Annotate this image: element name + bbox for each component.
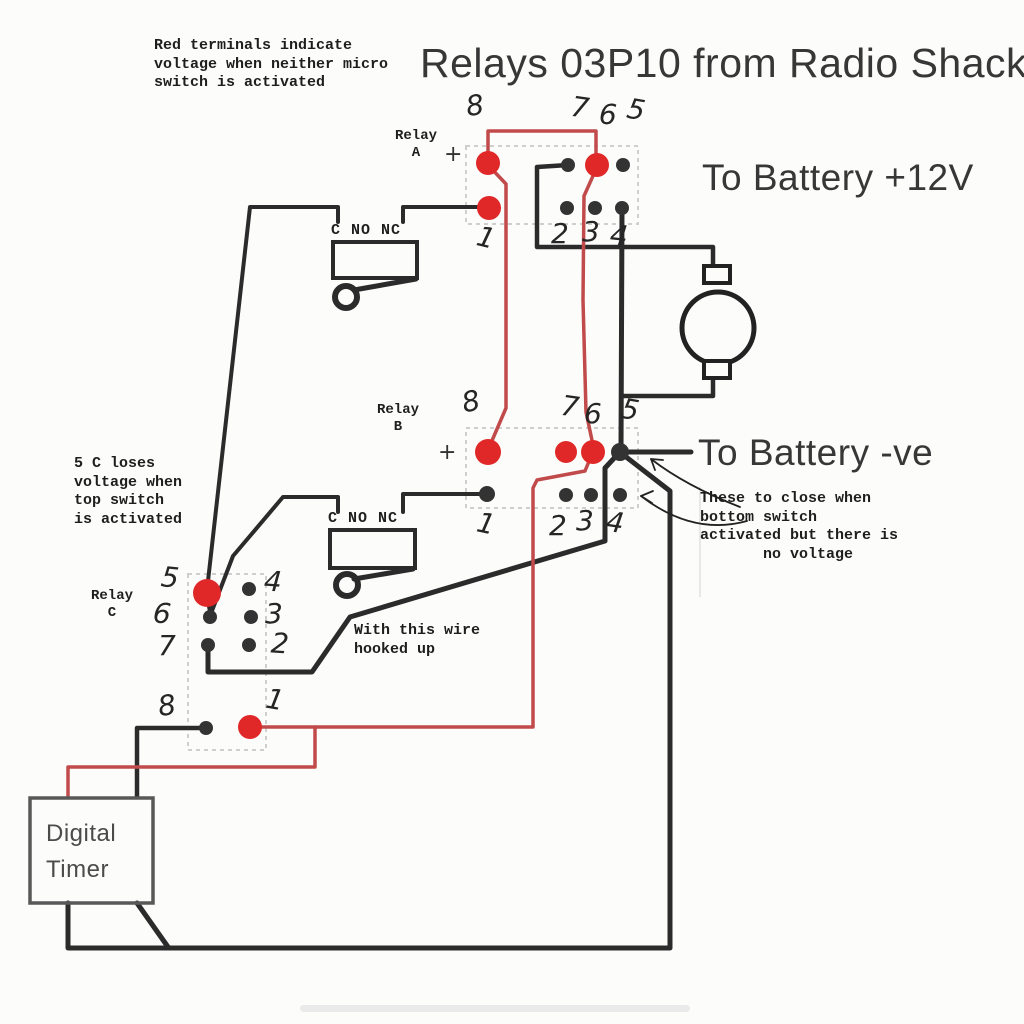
relayB-pin8-terminal (475, 439, 501, 465)
red-wires (66, 129, 599, 799)
scan-smudge (300, 1005, 690, 1012)
relayC-pin8-dot (199, 721, 213, 735)
relayC-pin6-dot (203, 610, 217, 624)
relayB-pin6-terminal (581, 440, 605, 464)
battery-positive-label: To Battery +12V (702, 157, 974, 198)
relayC-pin7-dot (201, 638, 215, 652)
relayA-pin4-dot (615, 201, 629, 215)
motor-terminal-bottom (702, 359, 732, 380)
relayA-pin3-number: 3 (582, 215, 600, 248)
relayB-pin1-dot (479, 486, 495, 502)
battery-negative-label: To Battery -ve (698, 432, 934, 473)
motor-body (679, 289, 757, 367)
micro-switch-top-lever (351, 276, 419, 293)
relayC-pin7-number: 7 (158, 629, 176, 662)
wire-timer-bottom-diagonal (134, 900, 171, 950)
relay-a-label: Relay A (394, 128, 437, 161)
black-terminal-dots (199, 158, 630, 735)
switch-bottom-contacts-label: C NO NC (328, 510, 399, 527)
wire-junction-to-bottom-to-timer (65, 450, 673, 951)
relayB-pin7-number: 7 (558, 388, 582, 425)
micro-switch-bottom-body (328, 528, 417, 570)
micro-switch-top-body (331, 240, 419, 280)
relayA-pin8-number: 8 (463, 87, 486, 124)
relayC-pin4-number: 4 (262, 564, 283, 599)
wire-switchA-C-to-relayC-pin5 (205, 205, 340, 592)
note-red-terminals: Red terminals indicate voltage when neit… (154, 37, 389, 92)
wire-red-relayA-pin6-to-relayB-pin6 (581, 165, 599, 447)
wire-motor-bottom-to-vertical (619, 375, 716, 399)
arrow-to-neg-junction (650, 458, 741, 508)
relayB-pin7-terminal (555, 441, 577, 463)
digital-timer-box (28, 796, 155, 905)
note-these-to-close: These to close when bottom switch activa… (700, 490, 899, 563)
relayC-pin3-dot (244, 610, 258, 624)
relayA-pin7-dot (561, 158, 575, 172)
annotation-arrows (640, 458, 748, 526)
relayC-pin2-dot (242, 638, 256, 652)
relayB-pin3-number: 3 (576, 504, 594, 537)
wire-red-relayC-pin1-to-timer (66, 725, 317, 799)
relayA-pin8-terminal (476, 151, 500, 175)
relayB-pin2-dot (559, 488, 573, 502)
relayA-pin7-number: 7 (568, 89, 592, 126)
wire-relayC-pin8-to-timer (134, 725, 208, 800)
motor (679, 264, 757, 380)
wire-switchB-C-to-relayC-pin6 (208, 495, 340, 618)
relayB-pin6-number: 6 (584, 397, 602, 430)
relayC-pin1-terminal (238, 715, 262, 739)
wire-relayA-pin4-down (618, 207, 625, 453)
relayC-pin2-number: 2 (269, 626, 290, 661)
relay-b-label: Relay B (376, 402, 419, 435)
relayA-pin2-dot (560, 201, 574, 215)
relayC-pin3-number: 3 (265, 597, 283, 630)
relay-c-label: Relay C (90, 588, 133, 621)
micro-switch-bottom-roller (333, 571, 361, 599)
wire-relayA-pin7-to-motor-top (534, 162, 716, 269)
wire-switchB-NC-to-relayB-pin1 (401, 492, 488, 514)
relayA-pin2-number: 2 (551, 217, 569, 250)
arrow-to-relayB-pin4-head (640, 490, 654, 504)
arrow-to-neg-junction-head (650, 458, 664, 471)
relayC-pin8-number: 8 (155, 687, 178, 724)
micro-switch-top (331, 240, 419, 311)
note-with-this-wire: With this wire hooked up (354, 622, 481, 658)
switch-top-contacts-label: C NO NC (331, 222, 402, 239)
relayA-pin1-terminal (477, 196, 501, 220)
relayA-pin6-terminal (585, 153, 609, 177)
relay-c-outline (187, 573, 267, 751)
relayB-pin2-number: 2 (549, 509, 567, 542)
relayB-pin4-dot (613, 488, 627, 502)
relay-b-plus: + (438, 440, 457, 465)
relayC-pin6-number: 6 (151, 596, 173, 631)
wire-red-relayB-pin6-to-relayC-pin1 (250, 452, 594, 729)
relayA-pin6-number: 6 (597, 97, 618, 132)
wire-switchA-NC-to-relayA-pin1 (401, 205, 488, 224)
motor-terminal-top (702, 264, 732, 285)
digital-timer-label: Digital Timer (46, 820, 117, 883)
relayC-pin4-dot (242, 582, 256, 596)
red-terminal-dots (193, 151, 609, 739)
relayA-pin4-number: 4 (608, 218, 630, 253)
relayB-pin3-dot (584, 488, 598, 502)
relayC-pin5-terminal (193, 579, 221, 607)
micro-switch-top-roller (332, 283, 360, 311)
relayA-pin3-dot (588, 201, 602, 215)
black-wires (65, 162, 716, 951)
wire-red-relayA-pin8-to-relayB-pin8 (486, 164, 508, 452)
relayC-pin5-number: 5 (159, 560, 181, 595)
wire-red-relayA-pin8-arch-pin6 (486, 129, 598, 166)
relay-a-plus: + (444, 142, 463, 167)
note-5c-loses-voltage: 5 C loses voltage when top switch is act… (74, 455, 183, 528)
micro-switch-bottom-lever (351, 566, 416, 582)
page-title: Relays 03P10 from Radio Shack (420, 40, 1024, 86)
micro-switch-bottom (328, 528, 417, 599)
relayA-pin5-dot (616, 158, 630, 172)
relay-a-outline (465, 145, 639, 225)
relayB-pin5-junction-dot (611, 443, 629, 461)
wire-junction-to-relayC-pin7 (205, 451, 621, 675)
